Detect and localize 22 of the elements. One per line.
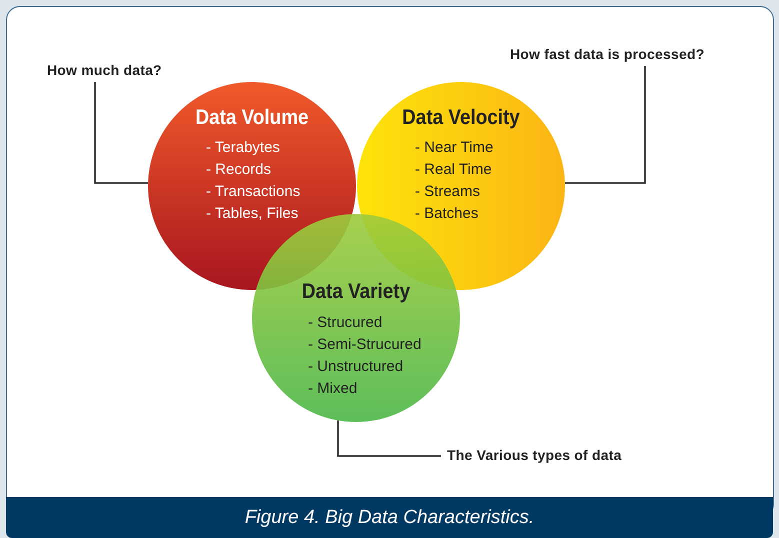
list-item: - Records [206,161,272,178]
list-item: - Unstructured [308,358,404,375]
list-item: - Strucured [308,314,382,331]
leader-line [565,66,646,184]
circle-heading: Data Volume [194,106,310,130]
annotation-text: The Various types of data [447,447,622,463]
leader-line [337,420,441,457]
annotation-text: How fast data is processed? [510,46,704,62]
annotation-text: How much data? [47,62,162,78]
list-item: - Semi-Strucured [308,336,422,353]
figure-caption: Figure 4. Big Data Characteristics. [6,497,773,538]
list-item: - Terabytes [206,139,280,156]
list-item: - Transactions [206,183,300,200]
list-item: - Tables, Files [206,205,298,222]
list-item: - Streams [415,183,480,200]
leader-line [94,82,148,184]
list-item: - Batches [415,205,478,222]
list-item: - Real Time [415,161,492,178]
list-item: - Mixed [308,380,358,397]
list-item: - Near Time [415,139,494,156]
circle-heading: Data Variety [300,280,412,304]
circle-heading: Data Velocity [401,106,521,130]
